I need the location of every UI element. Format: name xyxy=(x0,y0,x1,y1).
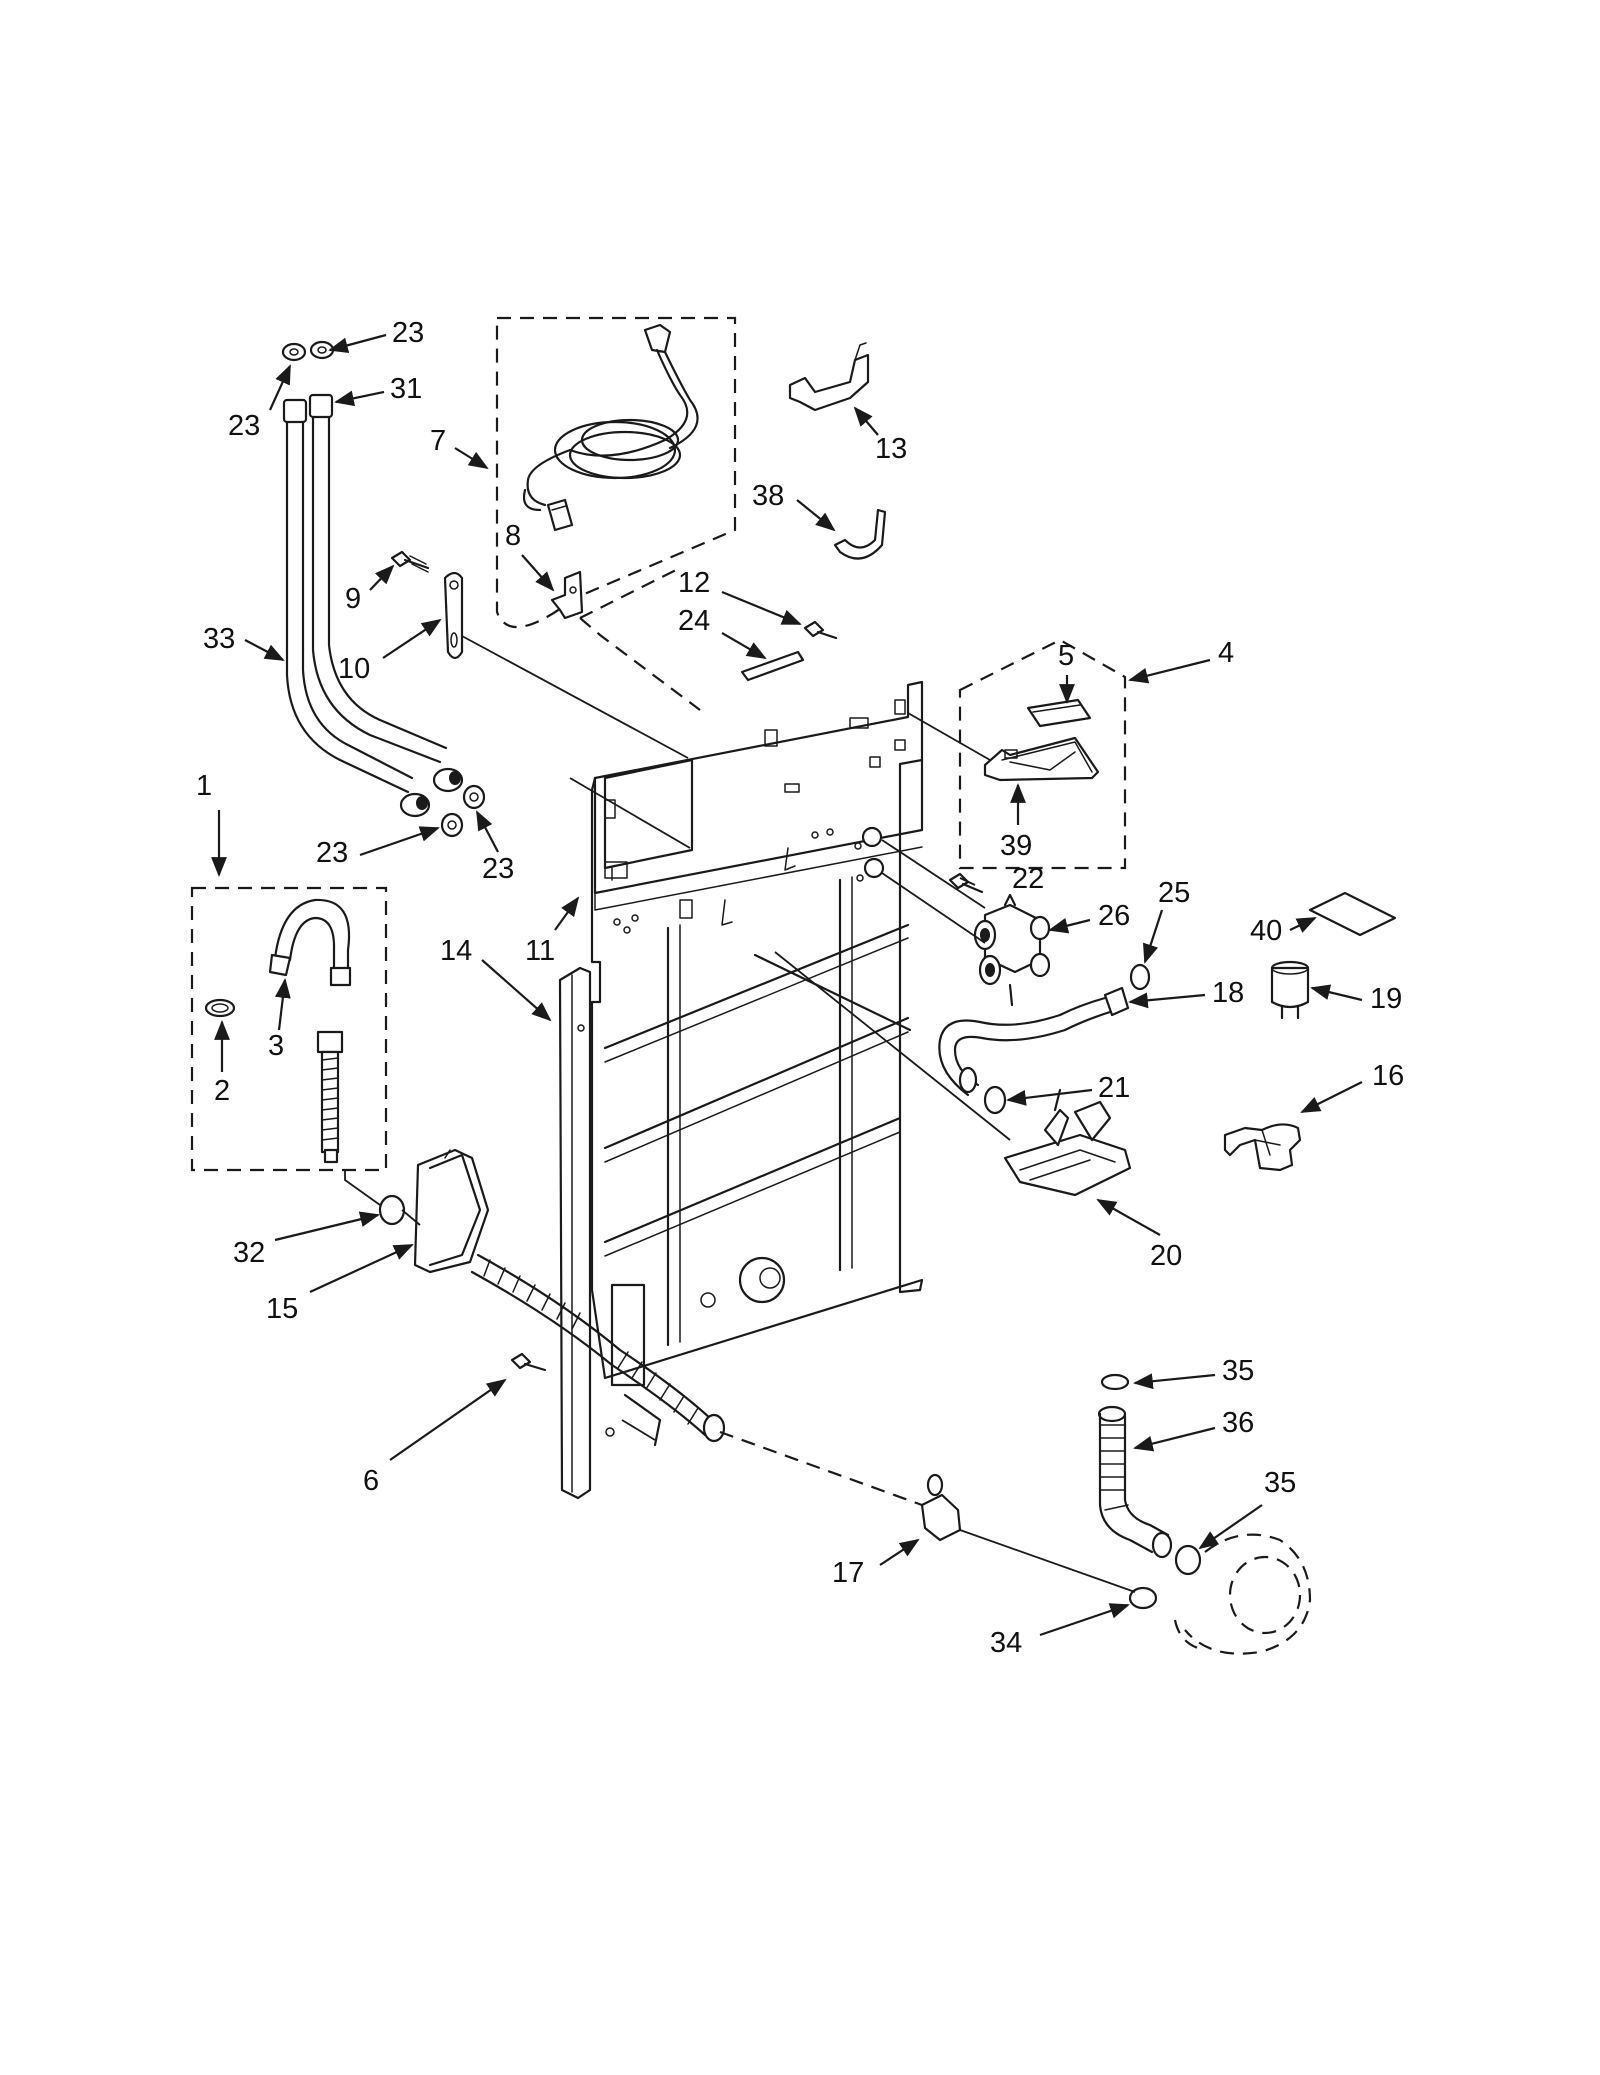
strap-part-10 xyxy=(443,571,464,660)
clamp-part-21 xyxy=(983,1085,1007,1115)
label-4: 4 xyxy=(1218,637,1234,669)
label-36: 36 xyxy=(1222,1407,1254,1439)
clamp-part-2 xyxy=(204,998,236,1018)
group-box-4 xyxy=(958,638,1127,870)
water-valve-part-26 xyxy=(973,893,1051,1007)
cover-part-15 xyxy=(413,1148,490,1274)
label-16: 16 xyxy=(1372,1060,1404,1092)
rear-panel-part-11 xyxy=(590,680,924,1447)
label-23-a: 23 xyxy=(392,317,424,349)
label-9: 9 xyxy=(345,583,361,615)
label-35-b: 35 xyxy=(1264,1467,1296,1499)
label-10: 10 xyxy=(338,653,370,685)
strip-part-24 xyxy=(740,650,805,682)
label-21: 21 xyxy=(1098,1072,1130,1104)
label-20: 20 xyxy=(1150,1240,1182,1272)
hose-extension-part-1 xyxy=(316,1030,344,1164)
clip-part-38 xyxy=(833,508,887,560)
label-23-c: 23 xyxy=(316,837,348,869)
part-labels: 23 23 31 7 8 9 10 33 12 24 13 38 xyxy=(196,317,1404,1659)
label-2: 2 xyxy=(214,1075,230,1107)
hose-part-36 xyxy=(1097,1405,1173,1559)
inlet-hoses-part-33 xyxy=(281,340,486,838)
connector-part-17 xyxy=(920,1473,962,1542)
bracket-part-16 xyxy=(1223,1123,1302,1172)
label-17: 17 xyxy=(832,1557,864,1589)
label-32: 32 xyxy=(233,1237,265,1269)
pump-outline xyxy=(1173,1533,1312,1655)
capacitor-part-19 xyxy=(1270,960,1310,1020)
label-22: 22 xyxy=(1012,863,1044,895)
decal-part-40 xyxy=(1308,891,1397,937)
bracket-part-13 xyxy=(788,342,870,412)
label-38: 38 xyxy=(752,480,784,512)
label-23-d: 23 xyxy=(482,853,514,885)
label-14: 14 xyxy=(440,935,472,967)
clamp-part-25 xyxy=(1129,963,1151,991)
label-19: 19 xyxy=(1370,983,1402,1015)
group-box-1 xyxy=(190,886,388,1172)
label-8: 8 xyxy=(505,520,521,552)
label-25: 25 xyxy=(1158,877,1190,909)
label-7: 7 xyxy=(430,425,446,457)
screw-part-9 xyxy=(390,550,430,573)
connector-lines xyxy=(344,567,1136,1593)
screw-part-12 xyxy=(803,620,838,640)
clamp-part-35-bottom xyxy=(1174,1544,1202,1576)
label-34: 34 xyxy=(990,1627,1022,1659)
dispenser-part-20 xyxy=(1003,1088,1132,1197)
clamp-part-32 xyxy=(378,1194,406,1226)
seal-part-5 xyxy=(1026,698,1092,728)
hose-hook-part-3 xyxy=(268,898,352,987)
label-35-a: 35 xyxy=(1222,1355,1254,1387)
label-18: 18 xyxy=(1212,977,1244,1009)
drain-hose xyxy=(470,1253,726,1443)
group-box-7 xyxy=(495,316,737,629)
label-40: 40 xyxy=(1250,915,1282,947)
label-11: 11 xyxy=(525,935,555,967)
hose-part-18 xyxy=(938,986,1130,1097)
power-cord-part-7 xyxy=(522,323,699,532)
label-26: 26 xyxy=(1098,900,1130,932)
label-1: 1 xyxy=(196,770,212,802)
label-6: 6 xyxy=(363,1465,379,1497)
label-5: 5 xyxy=(1058,640,1074,672)
label-3: 3 xyxy=(268,1030,284,1062)
screw-part-6 xyxy=(510,1352,547,1372)
label-23-b: 23 xyxy=(228,410,260,442)
label-15: 15 xyxy=(266,1293,298,1325)
screw-part-22 xyxy=(948,872,984,894)
label-39: 39 xyxy=(1000,830,1032,862)
bracket-part-39 xyxy=(983,736,1100,782)
cord-clamp-part-8 xyxy=(550,570,584,620)
label-13: 13 xyxy=(875,433,907,465)
side-trim-part-14 xyxy=(558,966,592,1500)
clamp-part-34 xyxy=(1128,1586,1158,1610)
label-33: 33 xyxy=(203,623,235,655)
label-24: 24 xyxy=(678,605,710,637)
clamp-part-35-top xyxy=(1100,1373,1130,1391)
label-31: 31 xyxy=(390,373,422,405)
label-12: 12 xyxy=(678,567,710,599)
